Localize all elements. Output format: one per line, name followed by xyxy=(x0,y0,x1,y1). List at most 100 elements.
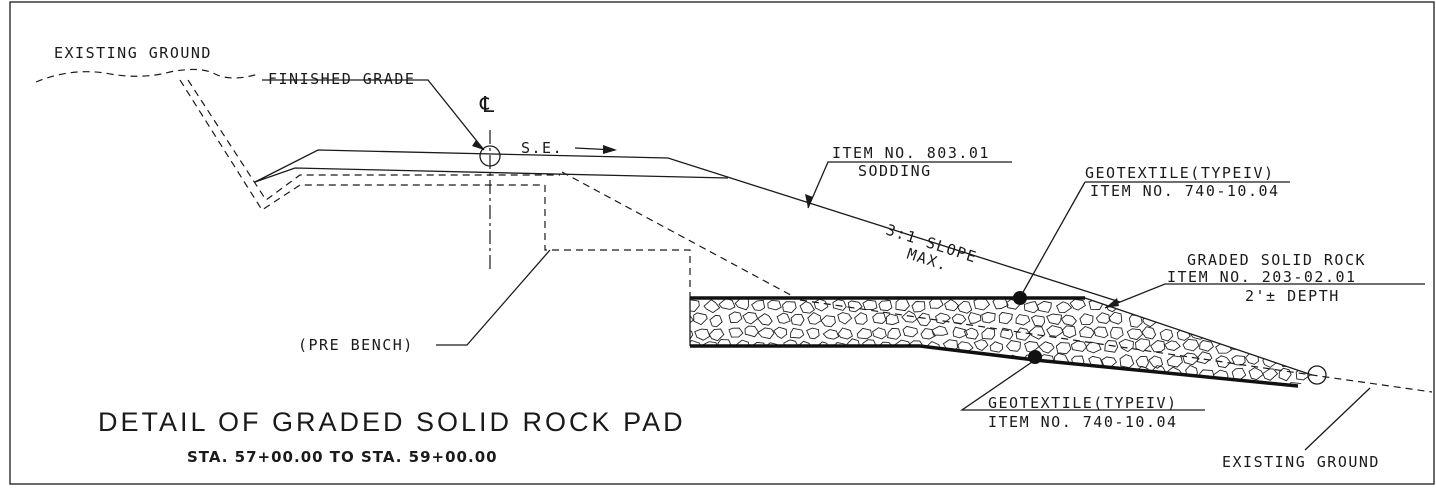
rock-cell xyxy=(1214,285,1228,295)
rock-cell xyxy=(1110,381,1125,386)
rock-cell xyxy=(782,301,797,314)
rock-cell xyxy=(780,369,798,382)
rock-cell xyxy=(1270,326,1286,339)
rock-cell xyxy=(799,366,815,378)
rock-cell xyxy=(926,355,940,368)
rock-cell xyxy=(998,311,1013,325)
rock-cell xyxy=(1104,340,1119,353)
rock-cell xyxy=(773,326,788,339)
rock-cell xyxy=(1238,324,1254,337)
rock-cell xyxy=(989,367,1005,381)
ditch-dashed-outer xyxy=(179,79,545,211)
rock-cell xyxy=(862,299,878,311)
rock-pad-slope-edge xyxy=(1084,297,1313,376)
rock-cell xyxy=(1206,381,1221,386)
rock-cell xyxy=(830,354,846,366)
rock-cell xyxy=(690,380,693,386)
rock-cell xyxy=(703,299,721,314)
rock-cell xyxy=(1036,300,1052,313)
rock-cell xyxy=(1047,383,1063,386)
rock-cell xyxy=(893,369,911,381)
rock-cell xyxy=(1038,341,1055,354)
rock-cell xyxy=(1205,328,1222,340)
rock-cell xyxy=(894,353,910,367)
rock-cell xyxy=(901,310,918,323)
rock-cell xyxy=(1056,301,1073,314)
rock-cell xyxy=(916,312,931,327)
rock-cell xyxy=(1292,351,1309,364)
rock-cell xyxy=(719,368,735,382)
rock-cell xyxy=(879,369,895,381)
rock-cell xyxy=(863,368,881,382)
pre-bench-leader xyxy=(436,249,551,346)
rock-cell xyxy=(788,378,804,386)
rock-cell xyxy=(872,312,887,324)
rock-cell xyxy=(690,299,700,312)
rock-cell xyxy=(1095,312,1110,324)
rock-cell xyxy=(885,313,900,326)
rock-cell xyxy=(1223,311,1239,325)
rock-cell xyxy=(1308,338,1312,352)
drawing-subtitle: STA. 57+00.00 TO STA. 59+00.00 xyxy=(187,448,498,466)
rock-cell xyxy=(1005,340,1021,352)
rock-cell xyxy=(1079,325,1095,339)
rock-cell xyxy=(755,381,772,386)
rock-cell xyxy=(959,366,976,379)
rock-cell xyxy=(807,311,822,325)
rock-cell xyxy=(757,313,773,326)
label-geotextile-bottom-item: ITEM NO. 740-10.04 xyxy=(988,413,1178,431)
rock-cell xyxy=(693,312,708,326)
rock-cell xyxy=(690,354,702,367)
rock-cell xyxy=(856,382,872,386)
rock-cell xyxy=(1294,340,1310,352)
rock-cell xyxy=(1300,328,1312,340)
geotextile-bottom-dot xyxy=(1028,350,1042,364)
rock-cell xyxy=(734,366,748,379)
rock-cell xyxy=(990,285,1005,297)
sodding-arrowhead xyxy=(805,194,813,208)
rock-cell xyxy=(878,300,893,312)
rock-cell xyxy=(1189,314,1205,325)
rock-cell xyxy=(1196,298,1211,310)
rock-cell xyxy=(695,380,710,386)
finished-grade-arrowhead xyxy=(472,140,484,150)
rock-cell xyxy=(1046,313,1063,326)
rock-cell xyxy=(912,286,925,296)
rock-cell xyxy=(846,365,864,380)
existing-ground-line-top xyxy=(35,68,259,83)
rock-cell xyxy=(981,327,996,340)
rock-cell xyxy=(952,381,968,386)
rock-cell xyxy=(768,286,783,297)
existing-ground-bottom-leader xyxy=(1304,387,1371,451)
rock-cell xyxy=(1108,311,1123,325)
rock-cell xyxy=(1061,325,1077,339)
centerline-symbol: ℄ xyxy=(479,93,496,118)
rock-cell xyxy=(1254,326,1268,339)
rock-cell xyxy=(1096,382,1113,386)
rock-cell xyxy=(1184,298,1199,311)
rock-cell xyxy=(920,328,936,340)
rock-cell xyxy=(776,312,791,324)
rock-cell xyxy=(1135,299,1151,312)
rock-cell xyxy=(1286,382,1304,386)
rock-cell xyxy=(1084,368,1100,381)
rock-cell xyxy=(839,382,853,386)
rock-cell xyxy=(943,286,957,296)
rock-cell xyxy=(911,301,926,313)
rock-cell xyxy=(1013,380,1029,386)
rock-cell xyxy=(1055,285,1069,296)
rock-cell xyxy=(1262,368,1279,381)
rock-cell xyxy=(709,314,723,328)
rock-cell xyxy=(1135,338,1151,353)
rock-cell xyxy=(1103,368,1118,382)
rock-cell xyxy=(877,298,893,301)
rock-cell xyxy=(798,353,814,367)
rock-cell xyxy=(718,298,736,310)
rock-cell xyxy=(847,355,862,368)
rock-cell xyxy=(742,311,759,325)
pre-bench-outline xyxy=(544,185,691,298)
rock-cell xyxy=(943,367,959,382)
rock-cell xyxy=(728,327,744,338)
geotextile-top-dot xyxy=(1013,291,1027,305)
rock-cell xyxy=(1304,313,1312,326)
